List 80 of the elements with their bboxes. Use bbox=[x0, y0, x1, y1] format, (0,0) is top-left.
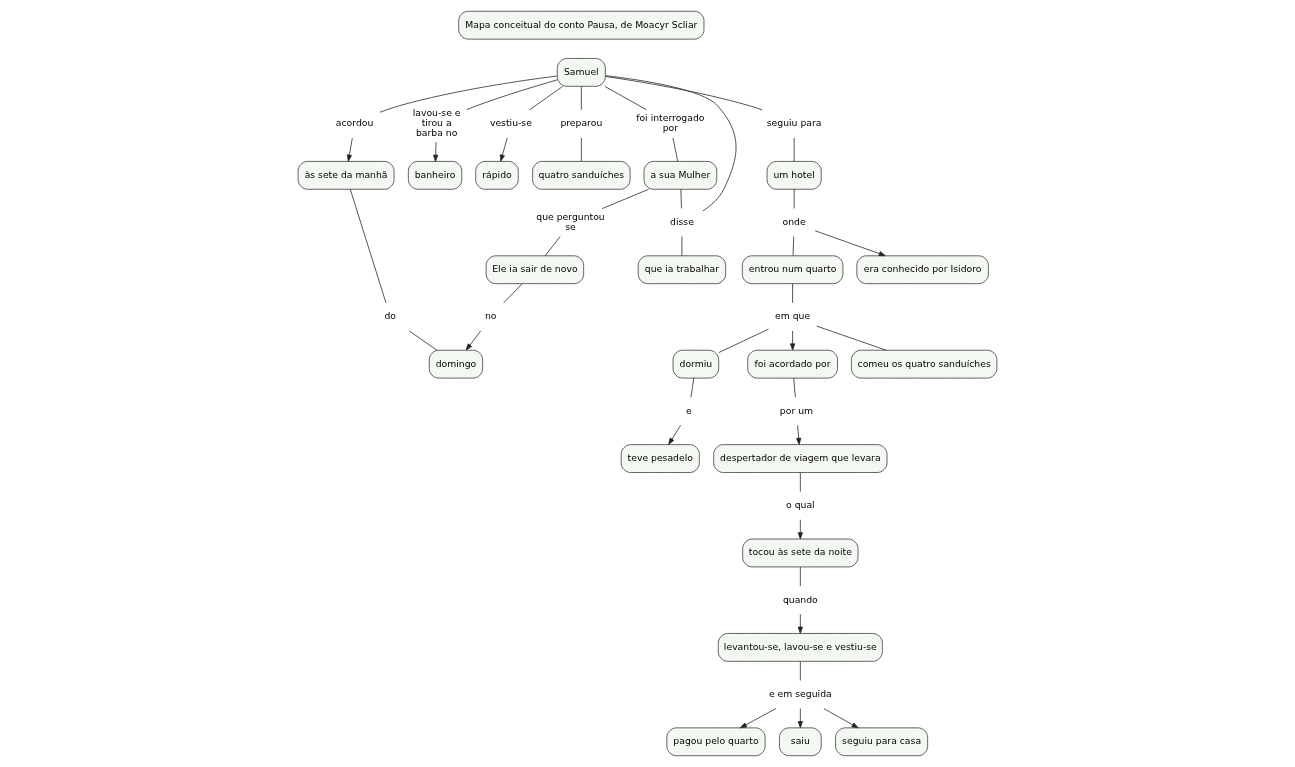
node-text: e em seguida bbox=[768, 688, 832, 699]
node-box: despertador de viagem que levara bbox=[713, 444, 888, 473]
node-text: vestiu-se bbox=[489, 117, 532, 129]
connector bbox=[799, 661, 801, 681]
connector bbox=[793, 377, 796, 398]
connector bbox=[680, 188, 682, 209]
connector bbox=[379, 75, 558, 113]
connector bbox=[816, 325, 887, 351]
connector bbox=[408, 330, 438, 351]
arrow bbox=[346, 137, 353, 162]
node-text: seguiu para bbox=[766, 117, 822, 129]
connector bbox=[793, 137, 795, 162]
node-box: que ia trabalhar bbox=[637, 255, 727, 285]
connector bbox=[605, 75, 737, 212]
node-box: um hotel bbox=[766, 161, 822, 190]
connector bbox=[466, 79, 558, 110]
node-box: Samuel bbox=[556, 58, 606, 87]
node-text: acordou bbox=[335, 117, 374, 129]
connector bbox=[672, 137, 679, 162]
arrow bbox=[814, 230, 886, 257]
node-box: teve pesadelo bbox=[620, 444, 700, 473]
connector bbox=[349, 188, 387, 304]
node-box: era conhecido por Isidoro bbox=[856, 255, 989, 285]
node-box: seguiu para casa bbox=[835, 727, 929, 757]
arrow bbox=[465, 330, 482, 351]
connector bbox=[792, 283, 793, 304]
connector bbox=[690, 377, 695, 398]
node-box: Mapa conceitual do conto Pausa, de Moacyr Scliar bbox=[458, 10, 705, 40]
node-text: quando bbox=[782, 593, 818, 605]
connector bbox=[799, 472, 801, 493]
node-box: foi acordado por bbox=[747, 349, 838, 379]
node-box: às sete da manhã bbox=[297, 161, 395, 190]
node-text: preparou bbox=[560, 117, 603, 129]
arrow bbox=[796, 424, 802, 445]
node-box: dormiu bbox=[672, 349, 720, 379]
arrow bbox=[797, 519, 803, 540]
node-text: foi interrogado por bbox=[636, 112, 705, 134]
arrow bbox=[739, 708, 777, 729]
node-text: onde bbox=[782, 215, 806, 227]
node-box: domingo bbox=[428, 349, 484, 379]
node-box: tocou às sete da noite bbox=[742, 538, 859, 568]
node-box: levantou-se, lavou-se e vestiu-se bbox=[717, 633, 883, 662]
connector bbox=[799, 566, 801, 587]
node-text: em que bbox=[775, 310, 811, 322]
connector bbox=[681, 236, 683, 256]
connector bbox=[793, 188, 795, 209]
connector bbox=[601, 188, 649, 209]
connector bbox=[580, 137, 582, 162]
arrow bbox=[823, 708, 859, 729]
node-text: que perguntou se bbox=[536, 210, 605, 232]
node-box: banheiro bbox=[408, 161, 463, 190]
node-text: o qual bbox=[786, 499, 815, 511]
node-box: rápido bbox=[475, 161, 519, 190]
connector bbox=[503, 283, 523, 304]
arrow bbox=[668, 424, 681, 445]
connector bbox=[718, 328, 769, 353]
node-text: lavou-se e tirou a barba no bbox=[412, 107, 461, 139]
node-text: por um bbox=[779, 404, 814, 416]
node-box: entrou num quarto bbox=[741, 255, 844, 285]
node-box: saiu bbox=[779, 727, 822, 757]
node-text: e bbox=[686, 404, 692, 416]
node-text: no bbox=[485, 310, 497, 322]
connector bbox=[544, 236, 561, 256]
node-box: quatro sanduíches bbox=[532, 161, 631, 190]
node-text: do bbox=[384, 310, 396, 322]
connector bbox=[604, 86, 647, 111]
connector bbox=[792, 236, 795, 256]
arrow bbox=[790, 330, 796, 351]
node-box: pagou pelo quarto bbox=[666, 727, 766, 757]
arrow bbox=[499, 137, 508, 162]
connector bbox=[529, 86, 563, 111]
node-box: a sua Mulher bbox=[643, 161, 718, 190]
arrow bbox=[797, 708, 803, 729]
connector bbox=[605, 76, 763, 111]
node-box: comeu os quatro sanduíches bbox=[851, 349, 998, 379]
arrow bbox=[433, 141, 439, 162]
node-box: Ele ia sair de novo bbox=[485, 255, 585, 285]
node-text: disse bbox=[670, 215, 694, 227]
arrow bbox=[797, 613, 803, 634]
connector bbox=[580, 86, 582, 111]
